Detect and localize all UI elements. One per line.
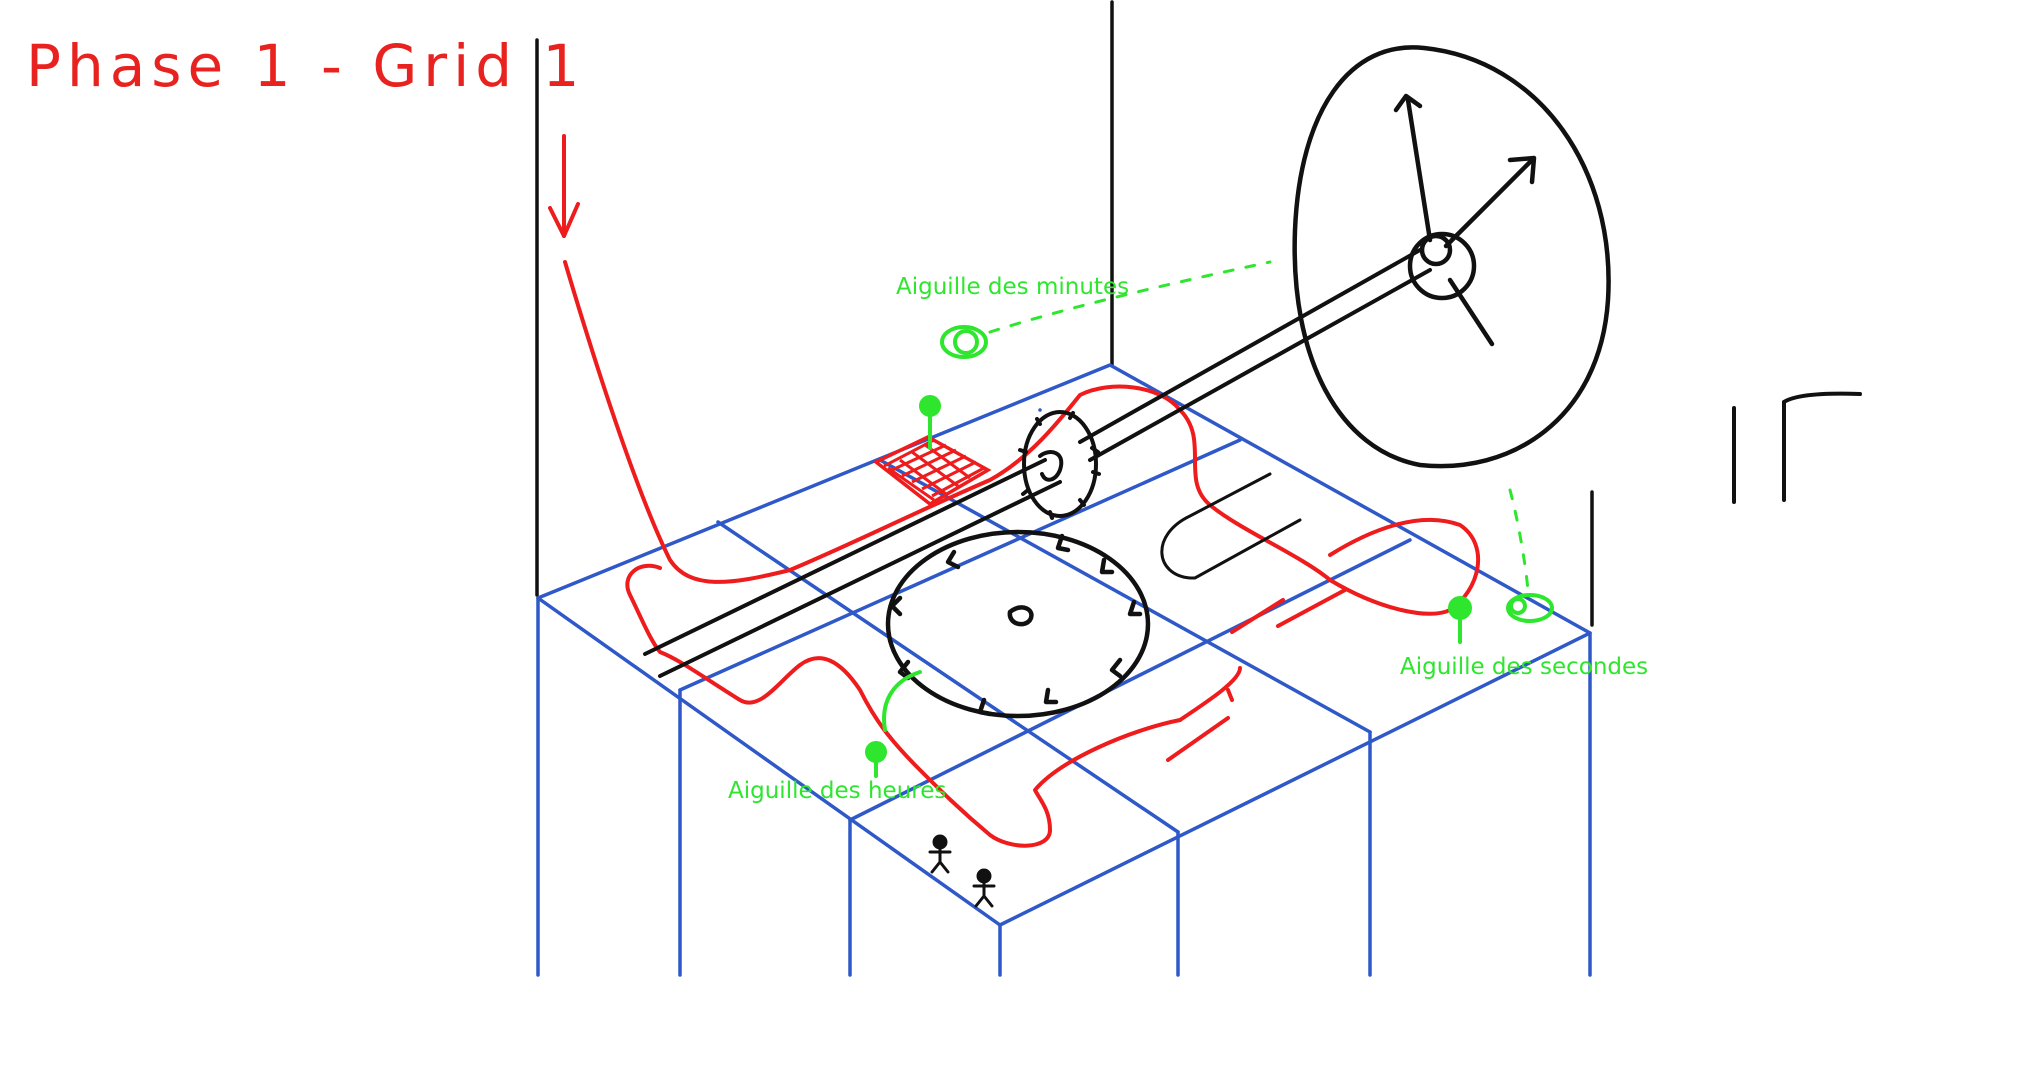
grid-top-outline [538,365,1590,925]
winding-path-main [565,262,1478,614]
page-title: Phase 1 - Grid 1 [26,32,585,100]
frame-lines [537,2,1592,625]
minutes-eye-icon [942,327,986,357]
axle-rod-lower [1090,270,1430,460]
label-hours: Aiguille des heures [728,778,946,804]
axle-rod-upper [1080,250,1420,442]
figures [930,836,994,906]
axle-top [645,460,1045,654]
clock-hand-up [1408,100,1430,240]
path-dash-3 [1168,718,1228,760]
large-gear [888,532,1148,716]
person-icon [974,870,994,906]
large-gear-hub [1010,607,1032,624]
seconds-link [1510,490,1528,590]
label-minutes: Aiguille des minutes [896,274,1129,300]
path-dash-4 [1228,690,1232,700]
axle-end [1040,452,1061,480]
hours-pin-icon [867,743,885,776]
clock-hub [1410,234,1474,298]
clock-wheel [1295,47,1609,466]
clock-center [1422,236,1450,264]
clock-hand-diag [1446,160,1532,246]
right-glyph [1734,394,1860,502]
grid-line-a [680,440,1240,690]
path-dash-2 [1278,590,1345,626]
path-dash-1 [1232,600,1283,632]
u-sketch [1162,474,1300,578]
axle-bottom [660,482,1060,676]
clock-hand-down [1450,280,1492,344]
person-icon [930,836,950,872]
seconds-pin-icon [1450,598,1470,642]
clock-wheel-rim [1295,47,1609,466]
label-seconds: Aiguille des secondes [1400,654,1648,680]
axle [645,250,1430,676]
